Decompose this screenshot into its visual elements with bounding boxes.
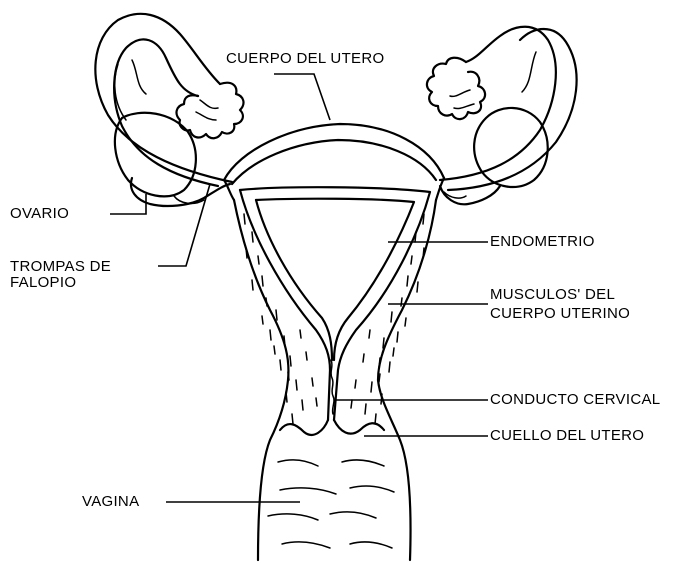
label-trompas-line2: FALOPIO bbox=[10, 274, 76, 292]
label-musculos-line2: CUERPO UTERINO bbox=[490, 305, 630, 323]
label-ovario: OVARIO bbox=[10, 205, 69, 223]
cervical-canal bbox=[331, 360, 334, 414]
leader-cuerpo-utero bbox=[274, 74, 330, 120]
label-cuello-del-utero: CUELLO DEL UTERO bbox=[490, 427, 644, 445]
leader-ovario bbox=[110, 194, 146, 214]
label-endometrio: ENDOMETRIO bbox=[490, 233, 595, 251]
label-musculos-line1: MUSCULOS' DEL bbox=[490, 286, 615, 304]
label-cuerpo-del-utero: CUERPO DEL UTERO bbox=[226, 50, 384, 68]
label-conducto-cervical: CONDUCTO CERVICAL bbox=[490, 391, 660, 409]
label-vagina: VAGINA bbox=[82, 493, 139, 511]
vagina-texture bbox=[268, 460, 394, 548]
left-ovary bbox=[115, 113, 230, 206]
